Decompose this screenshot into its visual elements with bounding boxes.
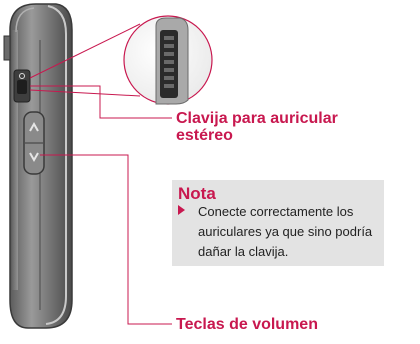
- headset-jack-label-line2: estéreo: [176, 127, 233, 144]
- headset-icon: [19, 73, 25, 79]
- headset-jack-label-line1: Clavija para auricular: [176, 110, 338, 127]
- note-text: Conecte correctamente los auriculares ya…: [198, 204, 373, 259]
- triangle-bullet-icon: [178, 205, 185, 215]
- note-title: Nota: [178, 184, 216, 203]
- volume-leader-line: [40, 154, 172, 325]
- volume-keys: [23, 111, 45, 175]
- chevron-up-icon: [29, 121, 39, 132]
- jack-leader-line: [30, 85, 172, 119]
- jack-zoom-circle: [29, 15, 213, 105]
- note-box: Nota Conecte correctamente los auricular…: [172, 180, 384, 266]
- headset-jack: [13, 69, 31, 103]
- chevron-down-icon: [29, 152, 39, 163]
- volume-keys-label: Teclas de volumen: [176, 316, 318, 333]
- headset-jack-label: Clavija para auricular estéreo: [176, 110, 376, 144]
